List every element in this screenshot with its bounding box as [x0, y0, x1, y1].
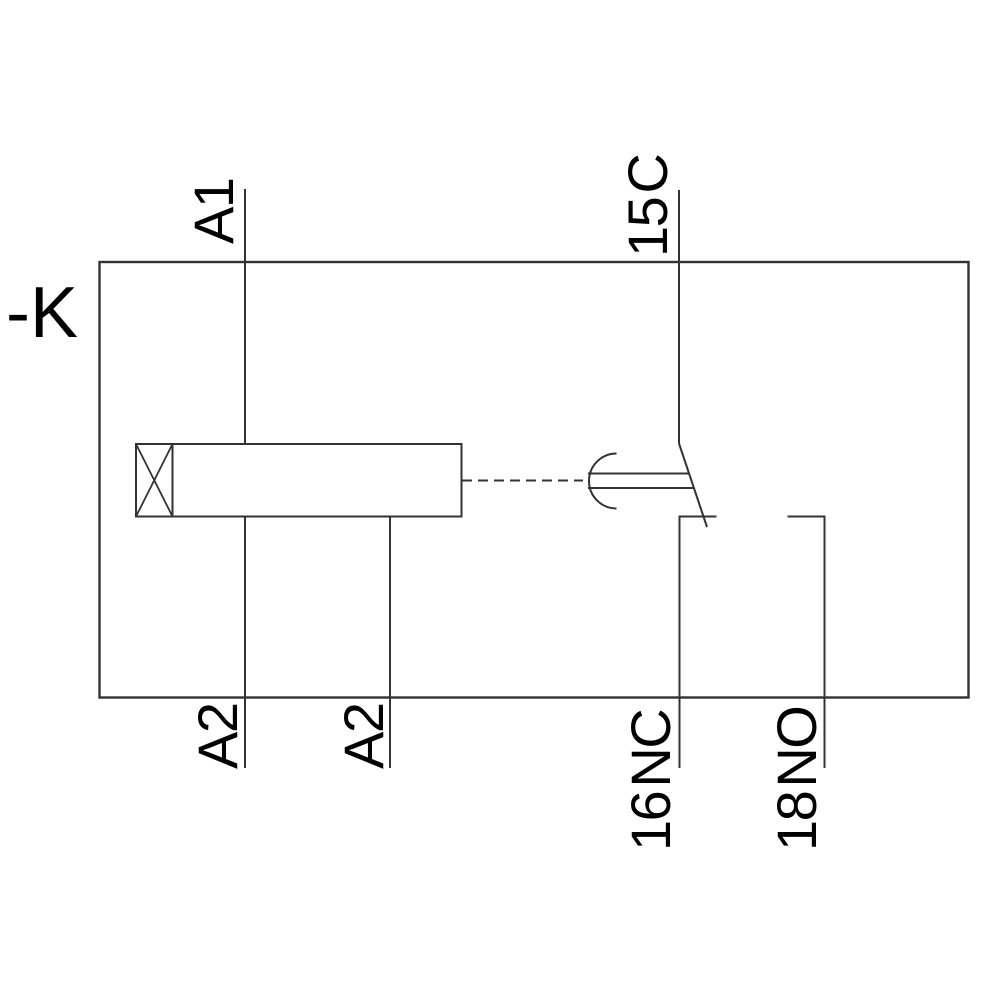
terminal-label-a2-aux: A2 [332, 703, 395, 770]
contact-bridge-bars [588, 472, 694, 489]
terminal-label-16nc: 16 NC [619, 709, 682, 851]
moving-contact-blade [678, 443, 708, 528]
device-designation-label: -K [6, 273, 78, 353]
terminal-label-a2-coil: A2 [186, 703, 249, 770]
relay-coil-symbol [135, 443, 463, 518]
terminal-label-15c: 15 C [616, 154, 679, 257]
device-outline [98, 260, 970, 699]
contact-actuator-arc [588, 452, 617, 510]
no-terminal-bracket [787, 515, 826, 768]
nc-terminal-bracket [678, 515, 717, 768]
terminal-label-18no: 18 NO [765, 706, 828, 851]
coil-cross-icon [135, 443, 174, 517]
terminal-label-a1: A1 [182, 178, 245, 245]
